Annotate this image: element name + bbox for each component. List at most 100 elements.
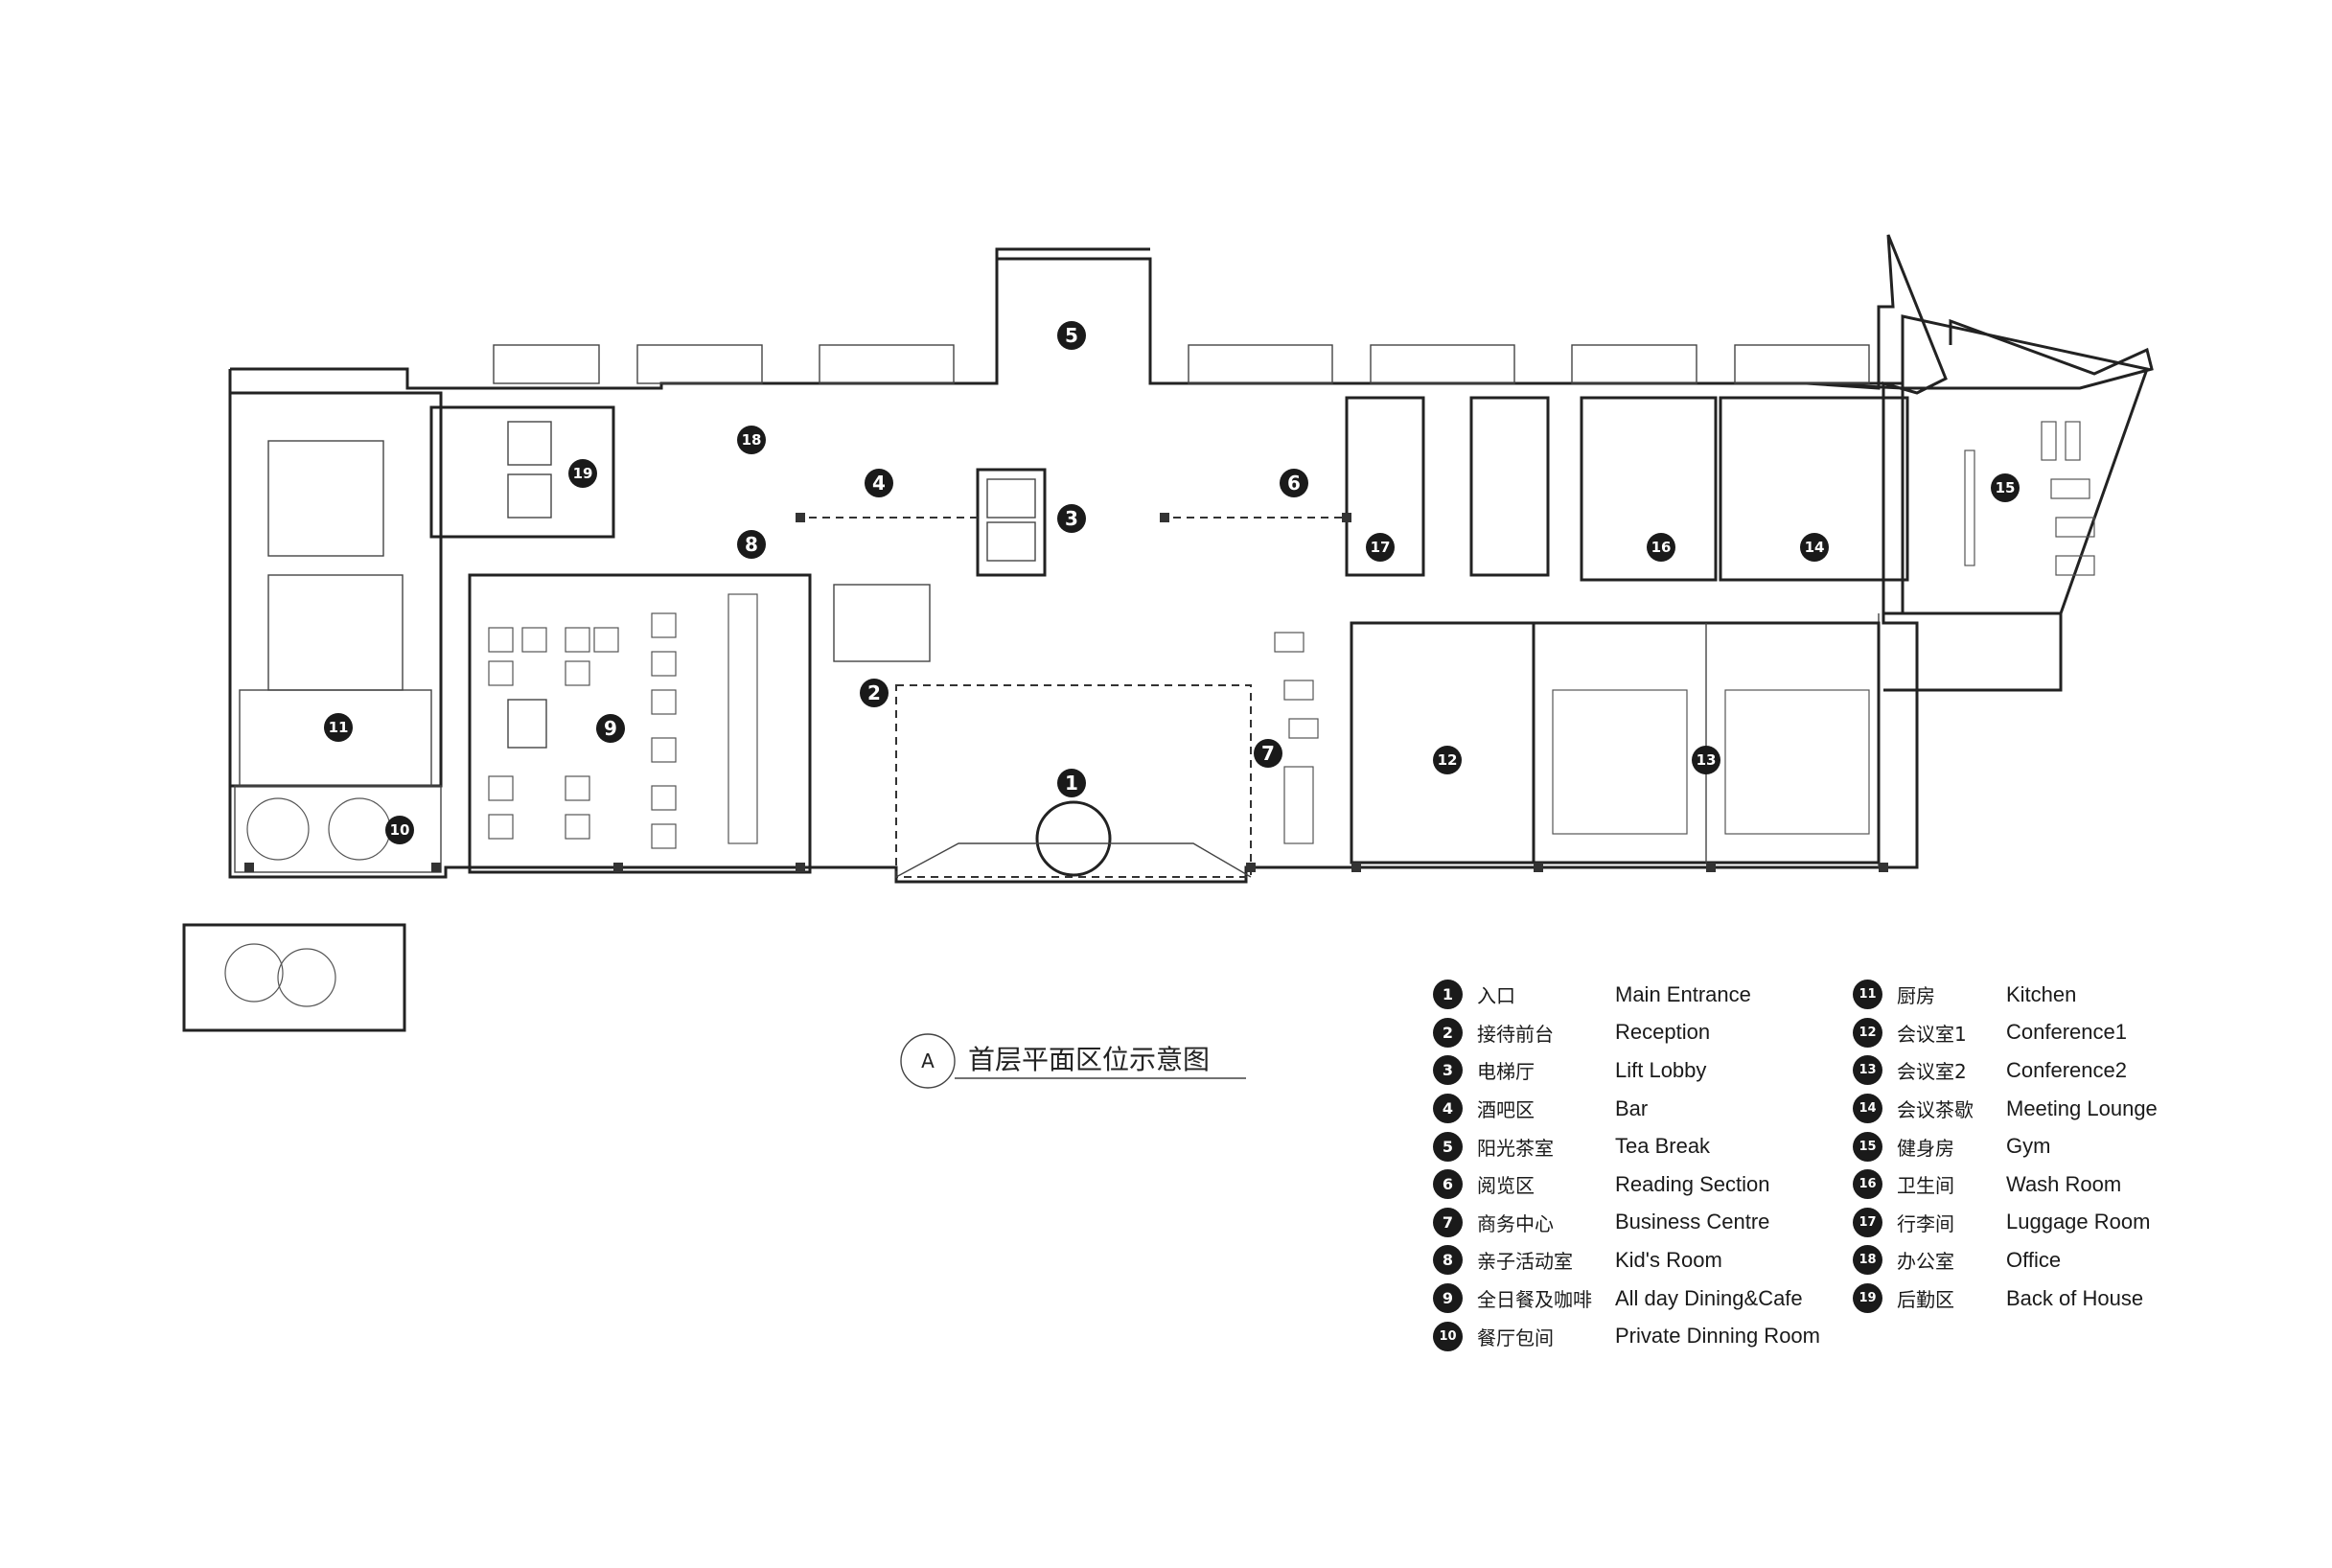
legend-number: 6 bbox=[1433, 1169, 1463, 1200]
legend-item: 4 酒吧区 Bar bbox=[1433, 1090, 1648, 1128]
legend-english-label: Wash Room bbox=[2006, 1171, 2122, 1196]
area-marker-4[interactable]: 4 bbox=[865, 469, 893, 497]
area-marker-14[interactable]: 14 bbox=[1800, 533, 1829, 562]
legend-chinese-label: 会议茶歇 bbox=[1897, 1098, 1974, 1122]
area-marker-label: 12 bbox=[1438, 751, 1458, 769]
area-marker-19[interactable]: 19 bbox=[568, 459, 597, 488]
legend-chinese-label: 厨房 bbox=[1897, 984, 1935, 1008]
legend-english-label: Business Centre bbox=[1615, 1210, 1770, 1234]
area-marker-9[interactable]: 9 bbox=[596, 714, 625, 743]
legend-english-label: Conference2 bbox=[2006, 1057, 2127, 1082]
area-marker-16[interactable]: 16 bbox=[1647, 533, 1675, 562]
legend-chinese-label: 阳光茶室 bbox=[1477, 1136, 1554, 1160]
legend-item: 9 全日餐及咖啡 All day Dining&Cafe bbox=[1433, 1280, 1803, 1318]
legend-english-label: Kitchen bbox=[2006, 981, 2077, 1006]
facade-glazing bbox=[493, 344, 1870, 384]
area-marker-15[interactable]: 15 bbox=[1991, 473, 2020, 502]
area-marker-3[interactable]: 3 bbox=[1057, 504, 1086, 533]
legend-number: 12 bbox=[1853, 1017, 1882, 1048]
area-marker-8[interactable]: 8 bbox=[737, 530, 766, 559]
area-marker-17[interactable]: 17 bbox=[1366, 533, 1395, 562]
legend-number: 18 bbox=[1853, 1245, 1882, 1276]
legend-chinese-label: 酒吧区 bbox=[1477, 1098, 1535, 1122]
legend-item: 13 会议室2 Conference2 bbox=[1853, 1051, 2127, 1090]
plan-title: 首层平面区位示意图 bbox=[968, 1044, 1210, 1075]
legend-chinese-label: 办公室 bbox=[1897, 1250, 1954, 1274]
legend-number: 15 bbox=[1853, 1131, 1882, 1162]
legend-english-label: Conference1 bbox=[2006, 1020, 2127, 1045]
legend-english-label: Tea Break bbox=[1615, 1134, 1711, 1159]
legend-english-label: Lift Lobby bbox=[1615, 1057, 1707, 1082]
legend-number: 11 bbox=[1853, 980, 1882, 1010]
area-marker-label: 19 bbox=[573, 465, 593, 482]
left-wing bbox=[182, 391, 443, 1032]
area-marker-13[interactable]: 13 bbox=[1692, 746, 1720, 774]
legend-english-label: All day Dining&Cafe bbox=[1615, 1285, 1803, 1310]
legend-chinese-label: 亲子活动室 bbox=[1477, 1250, 1573, 1274]
legend-english-label: Kid's Room bbox=[1615, 1247, 1722, 1272]
area-marker-label: 3 bbox=[1065, 507, 1078, 530]
legend-chinese-label: 电梯厅 bbox=[1477, 1060, 1535, 1084]
legend-chinese-label: 后勤区 bbox=[1897, 1288, 1954, 1312]
legend-chinese-label: 全日餐及咖啡 bbox=[1477, 1288, 1592, 1312]
legend-number: 9 bbox=[1433, 1283, 1463, 1314]
legend-chinese-label: 接待前台 bbox=[1477, 1022, 1554, 1046]
legend-number: 16 bbox=[1853, 1169, 1882, 1200]
legend-chinese-label: 餐厅包间 bbox=[1477, 1326, 1554, 1349]
legend-number: 14 bbox=[1853, 1094, 1882, 1124]
area-marker-label: 17 bbox=[1371, 539, 1391, 556]
legend-item: 3 电梯厅 Lift Lobby bbox=[1433, 1051, 1706, 1090]
legend-item: 12 会议室1 Conference1 bbox=[1853, 1014, 2127, 1052]
area-marker-18[interactable]: 18 bbox=[737, 426, 766, 454]
entrance-lobby bbox=[796, 517, 1342, 878]
legend-chinese-label: 健身房 bbox=[1897, 1136, 1954, 1160]
area-marker-label: 14 bbox=[1805, 539, 1825, 556]
legend-number: 4 bbox=[1433, 1094, 1463, 1124]
area-marker-1[interactable]: 1 bbox=[1057, 769, 1086, 797]
legend-item: 7 商务中心 Business Centre bbox=[1433, 1204, 1769, 1242]
core-areas bbox=[429, 396, 1909, 582]
area-marker-label: 7 bbox=[1261, 742, 1275, 765]
area-marker-11[interactable]: 11 bbox=[324, 713, 353, 742]
area-marker-7[interactable]: 7 bbox=[1254, 739, 1282, 768]
legend-chinese-label: 阅览区 bbox=[1477, 1174, 1535, 1198]
plan-title-marker: A bbox=[921, 1049, 935, 1072]
area-marker-label: 16 bbox=[1651, 539, 1672, 556]
legend-english-label: Bar bbox=[1615, 1095, 1649, 1120]
legend-chinese-label: 商务中心 bbox=[1477, 1211, 1554, 1235]
plan-title-block: A 首层平面区位示意图 bbox=[900, 1033, 1246, 1089]
area-marker-5[interactable]: 5 bbox=[1057, 321, 1086, 350]
area-marker-label: 13 bbox=[1697, 751, 1717, 769]
legend-english-label: Luggage Room bbox=[2006, 1210, 2151, 1234]
legend-chinese-label: 会议室1 bbox=[1897, 1022, 1967, 1046]
legend-number: 13 bbox=[1853, 1055, 1882, 1086]
area-marker-label: 4 bbox=[872, 472, 886, 495]
legend-english-label: Main Entrance bbox=[1615, 981, 1751, 1006]
area-marker-6[interactable]: 6 bbox=[1280, 469, 1308, 497]
area-marker-label: 18 bbox=[742, 431, 762, 449]
area-marker-label: 1 bbox=[1065, 772, 1078, 795]
legend-chinese-label: 行李间 bbox=[1897, 1211, 1954, 1235]
area-marker-10[interactable]: 10 bbox=[385, 816, 414, 844]
area-markers: 1 2 3 4 5 6 7 8 9 10 11 12 13 14 15 16 1… bbox=[324, 321, 2020, 844]
area-marker-2[interactable]: 2 bbox=[860, 679, 889, 707]
legend-english-label: Gym bbox=[2006, 1134, 2051, 1159]
area-marker-12[interactable]: 12 bbox=[1433, 746, 1462, 774]
legend-item: 11 厨房 Kitchen bbox=[1853, 976, 2076, 1014]
legend-number: 7 bbox=[1433, 1207, 1463, 1237]
legend-item: 15 健身房 Gym bbox=[1853, 1127, 2050, 1165]
legend-chinese-label: 会议室2 bbox=[1897, 1060, 1967, 1084]
legend-chinese-label: 入口 bbox=[1477, 984, 1515, 1008]
area-marker-label: 10 bbox=[390, 821, 410, 839]
columns bbox=[244, 513, 1888, 872]
dining-furniture bbox=[468, 573, 812, 874]
legend-number: 3 bbox=[1433, 1055, 1463, 1086]
